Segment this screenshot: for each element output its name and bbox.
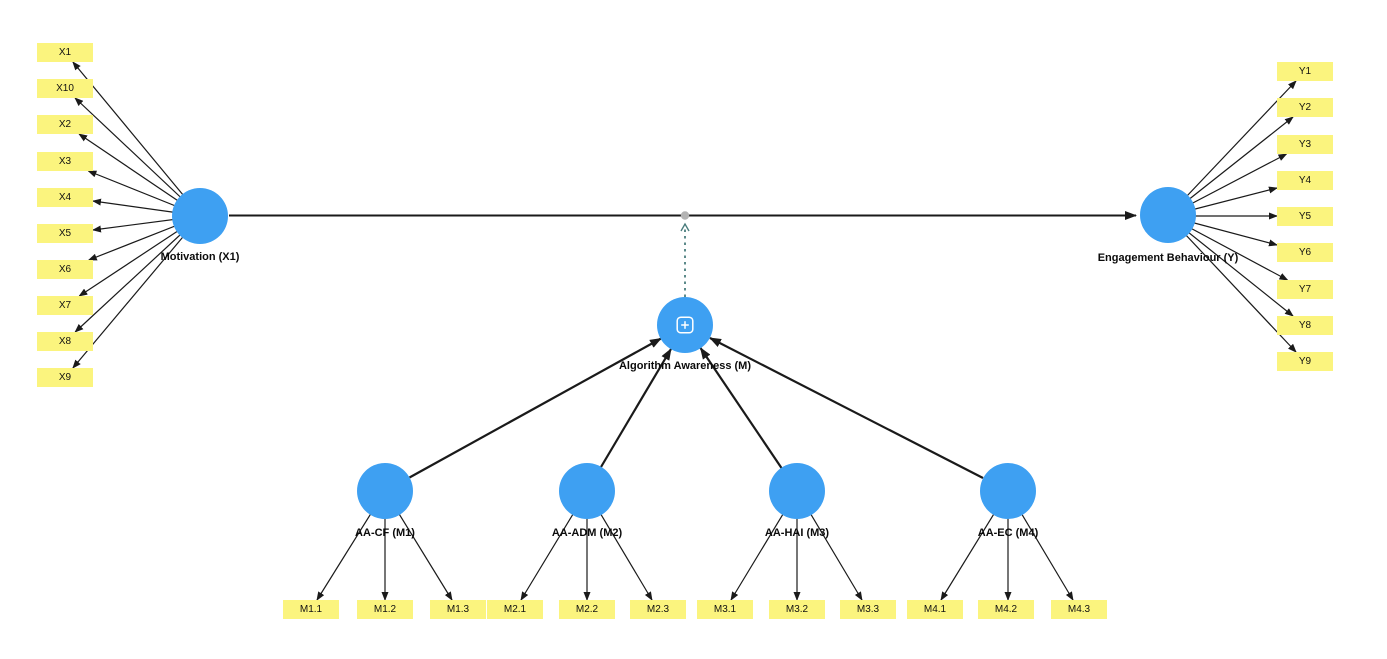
indicator-box-x9[interactable]: X9 — [37, 368, 93, 387]
indicator-box-y4[interactable]: Y4 — [1277, 171, 1333, 190]
loading-arrow-x9[interactable] — [72, 215, 201, 369]
latent-label-moderator: Algorithm Awareness (M) — [618, 360, 752, 372]
loading-arrows-m-constructs[interactable] — [316, 490, 1074, 601]
indicator-box-x1[interactable]: X1 — [37, 43, 93, 62]
loading-arrow-x1[interactable] — [72, 61, 201, 217]
indicator-box-y9[interactable]: Y9 — [1277, 352, 1333, 371]
indicator-box-y3[interactable]: Y3 — [1277, 135, 1333, 154]
latent-label-m4: AA-EC (M4) — [977, 527, 1039, 539]
latent-circle-engagement[interactable] — [1140, 187, 1196, 243]
indicator-box-m1-1[interactable]: M1.1 — [283, 600, 339, 619]
indicator-box-m2-1[interactable]: M2.1 — [487, 600, 543, 619]
indicator-box-m3-1[interactable]: M3.1 — [697, 600, 753, 619]
indicator-box-y2[interactable]: Y2 — [1277, 98, 1333, 117]
indicator-box-x4[interactable]: X4 — [37, 188, 93, 207]
indicator-box-m4-1[interactable]: M4.1 — [907, 600, 963, 619]
indicator-box-x8[interactable]: X8 — [37, 332, 93, 351]
latent-label-motivation: Motivation (X1) — [160, 251, 240, 263]
indicator-box-y5[interactable]: Y5 — [1277, 207, 1333, 226]
path-m3-to-moderator[interactable] — [699, 347, 783, 469]
latent-label-m3: AA-HAI (M3) — [764, 527, 830, 539]
moderation-anchor-dot[interactable] — [680, 211, 690, 220]
indicator-box-m3-3[interactable]: M3.3 — [840, 600, 896, 619]
indicator-box-m1-3[interactable]: M1.3 — [430, 600, 486, 619]
moderation-plus-icon — [676, 316, 694, 334]
latent-circle-m3[interactable] — [769, 463, 825, 519]
path-m2-to-moderator[interactable] — [600, 348, 672, 468]
indicator-box-x6[interactable]: X6 — [37, 260, 93, 279]
indicator-box-m4-2[interactable]: M4.2 — [978, 600, 1034, 619]
latent-label-m2: AA-ADM (M2) — [551, 527, 623, 539]
indicator-box-m2-3[interactable]: M2.3 — [630, 600, 686, 619]
latent-circle-m2[interactable] — [559, 463, 615, 519]
latent-circle-motivation[interactable] — [172, 188, 228, 244]
indicator-box-y8[interactable]: Y8 — [1277, 316, 1333, 335]
indicator-box-y7[interactable]: Y7 — [1277, 280, 1333, 299]
indicator-box-x10[interactable]: X10 — [37, 79, 93, 98]
indicator-box-m1-2[interactable]: M1.2 — [357, 600, 413, 619]
indicator-box-m3-2[interactable]: M3.2 — [769, 600, 825, 619]
indicator-box-x7[interactable]: X7 — [37, 296, 93, 315]
indicator-box-x5[interactable]: X5 — [37, 224, 93, 243]
indicator-box-y6[interactable]: Y6 — [1277, 243, 1333, 262]
indicator-box-x3[interactable]: X3 — [37, 152, 93, 171]
loading-arrow-y9[interactable] — [1167, 215, 1297, 353]
latent-label-engagement: Engagement Behaviour (Y) — [1097, 252, 1239, 264]
indicator-box-y1[interactable]: Y1 — [1277, 62, 1333, 81]
indicator-box-m4-3[interactable]: M4.3 — [1051, 600, 1107, 619]
latent-circle-moderator[interactable] — [657, 297, 713, 353]
latent-circle-m4[interactable] — [980, 463, 1036, 519]
loading-arrow-y1[interactable] — [1167, 80, 1297, 217]
path-m1-to-moderator[interactable] — [408, 337, 662, 479]
paths-to-moderator[interactable] — [408, 337, 984, 479]
indicator-box-x2[interactable]: X2 — [37, 115, 93, 134]
path-m4-to-moderator[interactable] — [709, 337, 984, 479]
indicator-box-m2-2[interactable]: M2.2 — [559, 600, 615, 619]
latent-label-m1: AA-CF (M1) — [355, 527, 415, 539]
latent-circle-m1[interactable] — [357, 463, 413, 519]
